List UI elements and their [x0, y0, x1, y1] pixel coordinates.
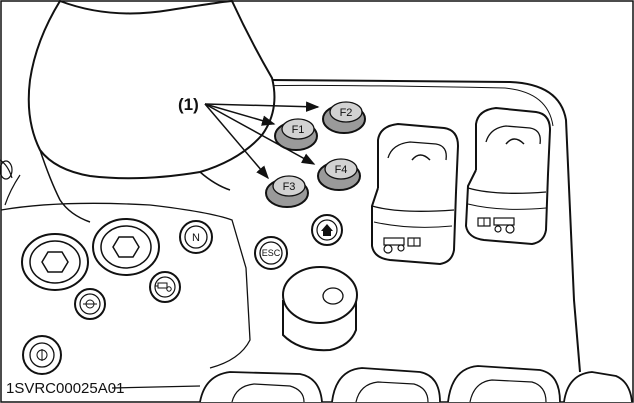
figure-code: 1SVRC00025A01 [6, 380, 124, 397]
tractor-rear-icon [477, 217, 515, 234]
lower-left-bezel [0, 202, 251, 369]
function-button-f1[interactable]: F1 [274, 118, 318, 151]
neutral-button[interactable]: N [179, 220, 213, 254]
lower-left-button[interactable] [22, 335, 62, 375]
trailer-icon [155, 282, 172, 292]
callout-label: (1) [178, 95, 199, 114]
function-button-f3[interactable]: F3 [265, 175, 309, 208]
home-button[interactable] [311, 214, 343, 246]
trailer-button[interactable] [149, 271, 181, 303]
function-button-f2[interactable]: F2 [322, 101, 366, 134]
figure-code-leader [111, 385, 201, 389]
escape-button[interactable]: ESC [254, 236, 288, 270]
joystick-lever [0, 0, 276, 223]
console-panel-outline [269, 79, 581, 373]
function-button-f3-label: F3 [283, 181, 296, 193]
home-icon [321, 224, 333, 236]
tractor-front-icon [383, 237, 421, 254]
differential-button[interactable] [74, 288, 106, 320]
console-panel-inner-edge [261, 84, 554, 127]
function-button-f1-label: F1 [292, 124, 305, 136]
callout-leader-lines [204, 101, 320, 180]
bottom-switch-row [199, 365, 633, 403]
function-button-f4[interactable]: F4 [317, 158, 361, 191]
escape-button-label: ESC [262, 248, 281, 258]
rotary-dial-knob[interactable] [282, 266, 358, 352]
hexagon-button-left[interactable] [21, 233, 89, 291]
hexagon-button-right[interactable] [92, 218, 160, 276]
rocker-switch-left[interactable] [371, 122, 460, 266]
neutral-button-label: N [192, 232, 200, 244]
function-button-f2-label: F2 [340, 107, 353, 119]
differential-icon [83, 299, 97, 309]
brake-icon [36, 349, 48, 361]
rocker-switch-right[interactable] [464, 106, 552, 246]
function-button-f4-label: F4 [335, 164, 348, 176]
